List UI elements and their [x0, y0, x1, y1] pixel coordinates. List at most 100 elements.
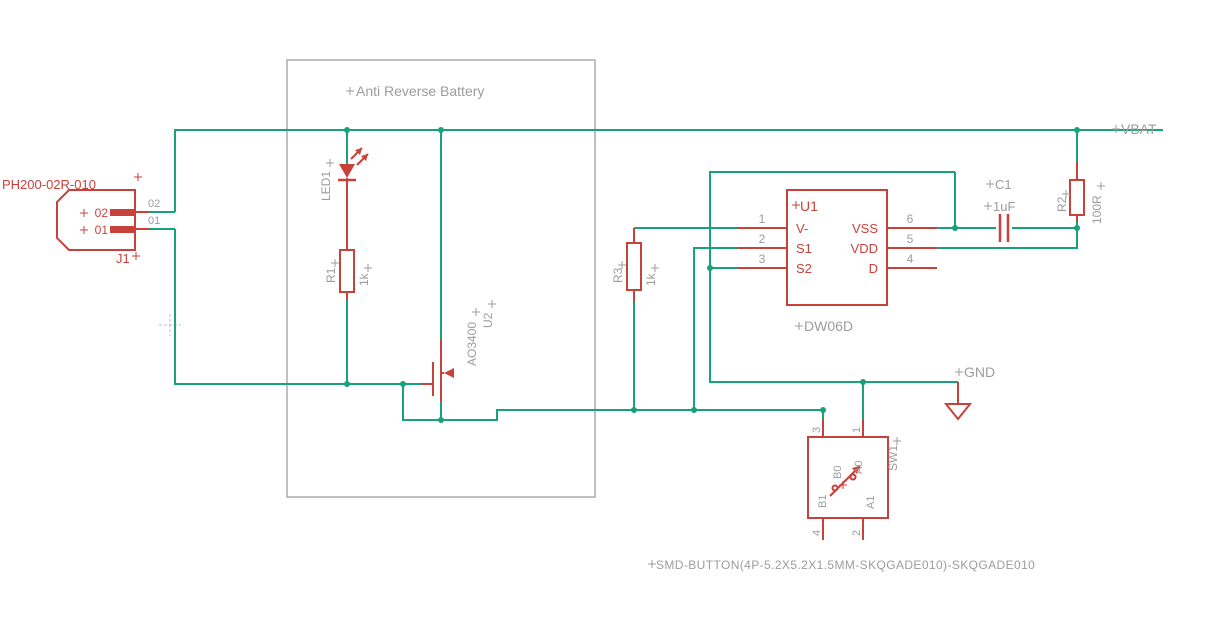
gnd-net-label[interactable]: GND — [964, 364, 995, 380]
sw1-pad-name-b0: B0 — [832, 466, 844, 479]
j1-pin-01-label[interactable]: 01 — [95, 223, 109, 237]
u1-pin-name-d[interactable]: D — [869, 261, 878, 276]
u2-mosfet-body[interactable] — [421, 340, 444, 402]
u1-pin-name-vdd[interactable]: VDD — [851, 241, 878, 256]
origin-cross-marker — [345, 86, 355, 96]
sw1-pad-name-b1: B1 — [817, 495, 829, 508]
j1-pin-02-label[interactable]: 02 — [95, 206, 109, 220]
u1-pin-name-s1[interactable]: S1 — [796, 241, 812, 256]
sw1-body[interactable] — [807, 436, 889, 519]
r1-value[interactable]: 1k — [357, 272, 371, 286]
net-wires — [150, 129, 1163, 421]
sw1-pad-name-a1: A1 — [865, 496, 877, 509]
origin-cross-marker — [647, 559, 657, 569]
origin-cross-marker — [79, 225, 89, 235]
c1-plates[interactable] — [998, 214, 1010, 242]
j1-net-01-label[interactable]: 01 — [148, 215, 160, 227]
origin-cross-marker — [794, 321, 804, 331]
component-sw1: 3 1 4 2 B0 A0 B1 A1 SW1 SMD-BUTTON(4P-5.… — [647, 420, 1035, 572]
origin-cross-marker — [1111, 124, 1121, 134]
u1-refdes[interactable]: U1 — [800, 198, 818, 214]
origin-cross-marker — [133, 172, 143, 182]
j1-pad-01[interactable] — [110, 226, 134, 233]
origin-cross-marker — [79, 208, 89, 218]
led1-arrowhead — [361, 154, 368, 161]
u1-pin-leads[interactable] — [737, 227, 937, 269]
u1-pin-num-5: 5 — [907, 232, 914, 246]
sw1-pin-num-1: 1 — [851, 427, 863, 433]
component-j1: PH200-02R-010 02 01 J1 02 01 — [2, 172, 160, 266]
u1-pin-name-vss[interactable]: VSS — [852, 221, 878, 236]
j1-part-label[interactable]: PH200-02R-010 — [2, 177, 96, 192]
r3-body[interactable] — [626, 242, 642, 291]
r1-refdes[interactable]: R1 — [324, 267, 338, 283]
led1-arrowhead — [355, 148, 362, 155]
j1-pad-02[interactable] — [110, 209, 134, 216]
sw1-pad-name-a0: A0 — [853, 461, 865, 474]
vbat-net-label[interactable]: VBAT — [1121, 121, 1157, 137]
sw1-pin-num-3: 3 — [811, 427, 823, 433]
origin-cross-marker — [487, 299, 497, 309]
component-u2-mosfet: AO3400 U2 — [421, 299, 497, 402]
wire-s1-net[interactable] — [693, 247, 737, 410]
led1-triangle[interactable] — [339, 164, 355, 178]
origin-cross-marker — [791, 200, 801, 210]
u2-refdes[interactable]: U2 — [481, 312, 495, 328]
component-r2: R2 100R — [1055, 162, 1106, 224]
u1-pin-num-6: 6 — [907, 212, 914, 226]
component-c1: C1 1uF — [983, 177, 1015, 242]
u1-pin-name-s2[interactable]: S2 — [796, 261, 812, 276]
component-u1: U1 V- S1 S2 VSS VDD D 1 2 3 6 5 4 DW06D — [737, 189, 937, 334]
sw1-actuator-arrowhead — [852, 466, 860, 474]
origin-cross-marker — [650, 263, 660, 273]
r2-body[interactable] — [1069, 179, 1085, 216]
r2-value[interactable]: 100R — [1090, 195, 1104, 224]
sw1-pin-num-2: 2 — [851, 530, 863, 536]
component-led1: LED1 — [319, 147, 369, 250]
c1-value[interactable]: 1uF — [993, 199, 1015, 214]
u1-part-label[interactable]: DW06D — [804, 318, 853, 334]
sw1-pin-num-4: 4 — [811, 530, 823, 536]
wire-gnd-loop[interactable] — [709, 171, 958, 383]
u1-pin-name-vminus[interactable]: V- — [796, 221, 808, 236]
u1-pin-num-3: 3 — [759, 252, 766, 266]
wire-bottom-left-run[interactable] — [174, 229, 421, 385]
anti-reverse-battery-frame[interactable] — [286, 59, 596, 498]
origin-cross-marker — [1096, 181, 1106, 191]
component-r1: R1 1k — [324, 249, 373, 300]
frame-title[interactable]: Anti Reverse Battery — [356, 83, 484, 99]
wire-source-loop-run[interactable] — [402, 384, 823, 421]
origin-cross-marker — [892, 436, 902, 446]
origin-cross-marker — [131, 251, 141, 261]
u2-arrow — [444, 368, 454, 378]
j1-refdes[interactable]: J1 — [116, 251, 130, 266]
j1-outline[interactable] — [56, 189, 136, 251]
wire-vbat-rail[interactable] — [174, 129, 1163, 212]
sw1-pin-leads[interactable] — [822, 420, 864, 540]
origin-cross-marker — [325, 158, 335, 168]
led1-refdes[interactable]: LED1 — [319, 171, 333, 201]
j1-pin-leads[interactable] — [134, 211, 150, 230]
r3-value[interactable]: 1k — [644, 272, 658, 286]
u1-pin-num-1: 1 — [759, 212, 766, 226]
u1-pin-num-2: 2 — [759, 232, 766, 246]
wire-j1-pin-stubs[interactable] — [150, 211, 175, 230]
r3-refdes[interactable]: R3 — [611, 267, 625, 283]
r1-body[interactable] — [339, 249, 355, 293]
junction-dots — [344, 127, 1080, 423]
u1-pin-num-4: 4 — [907, 252, 914, 266]
sw1-contact — [849, 473, 857, 481]
gnd-triangle[interactable] — [943, 403, 973, 421]
origin-cross-marker — [471, 307, 481, 317]
u2-part-label[interactable]: AO3400 — [465, 322, 479, 366]
sw1-footprint-label[interactable]: SMD-BUTTON(4P-5.2X5.2X1.5MM-SKQGADE010)-… — [656, 558, 1035, 572]
r2-refdes[interactable]: R2 — [1055, 196, 1069, 212]
origin-cross-marker — [838, 480, 848, 490]
j1-net-02-label[interactable]: 02 — [148, 198, 160, 210]
gnd-symbol: GND — [943, 364, 995, 421]
c1-refdes[interactable]: C1 — [995, 177, 1012, 192]
sw1-refdes[interactable]: SW1 — [886, 445, 900, 471]
origin-cross-marker — [983, 201, 993, 211]
